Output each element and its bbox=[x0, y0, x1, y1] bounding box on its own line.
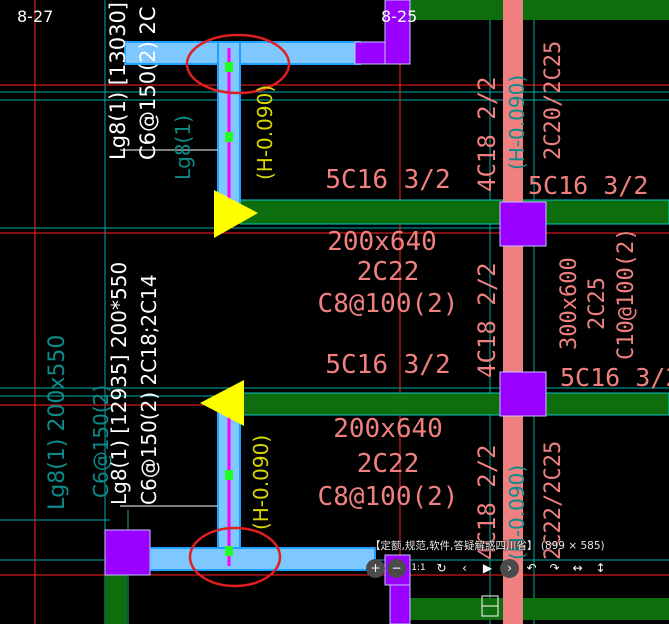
mid-bottom-beam-labels: 5C16 3/2 200x640 2C22 C8@100(2) bbox=[318, 350, 459, 512]
yellow-arrow-top bbox=[214, 190, 258, 238]
chevron-right-icon: › bbox=[507, 561, 512, 575]
lg8-top-label-line1: Lg8(1) [13030] 20 bbox=[106, 0, 130, 160]
lg8-bottom-label-line2: C6@150(2) 2C18;2C14 bbox=[137, 274, 161, 505]
right-mid-size: 300x600 bbox=[557, 257, 582, 350]
play-icon: ▶ bbox=[482, 561, 493, 575]
actual-size-button[interactable]: 1:1 bbox=[408, 558, 429, 579]
minus-icon: − bbox=[391, 561, 402, 575]
previous-button[interactable]: ‹ bbox=[454, 558, 475, 579]
lg8-bottom-faint-label1: Lg8(1) 200x550 bbox=[45, 335, 70, 510]
lg8-bottom-faint-label2: C6@150(2) bbox=[89, 385, 113, 498]
leader-lines bbox=[120, 149, 218, 507]
rotate-button[interactable]: ↻ bbox=[431, 558, 452, 579]
mid-top-size: 200x640 bbox=[327, 227, 437, 257]
lg8-bottom-elevation: (H-0.090) bbox=[249, 435, 273, 530]
mid-bottom-rebar: 5C16 3/2 bbox=[325, 350, 450, 380]
redo-icon: ↷ bbox=[549, 561, 560, 575]
rotate-icon: ↻ bbox=[436, 561, 447, 575]
undo-icon: ↶ bbox=[526, 561, 537, 575]
yellow-arrow-bottom bbox=[200, 380, 244, 426]
fit-width-button[interactable]: ↔ bbox=[567, 558, 588, 579]
right-bottom-line1: 2C22/2C25 bbox=[541, 441, 566, 560]
fit-height-button[interactable]: ↕ bbox=[590, 558, 611, 579]
undo-button[interactable]: ↶ bbox=[521, 558, 542, 579]
lg8-bottom-label-line1: Lg8(1) [12935] 200*550 bbox=[107, 262, 131, 505]
next-button[interactable]: › bbox=[500, 558, 519, 578]
actual-size-icon: 1:1 bbox=[411, 563, 426, 573]
fit-height-icon: ↕ bbox=[595, 561, 606, 575]
zoom-in-button[interactable]: + bbox=[366, 558, 385, 578]
small-symbol-icon bbox=[481, 595, 499, 617]
zoom-out-button[interactable]: − bbox=[387, 558, 406, 578]
pink-vertical-beam bbox=[503, 0, 523, 624]
columns bbox=[104, 0, 547, 624]
annotation-circle-top bbox=[185, 33, 291, 95]
right-top-faint: (H-0.090) bbox=[505, 75, 529, 170]
mid-top-beam-labels: 5C16 3/2 200x640 2C22 C8@100(2) bbox=[318, 165, 459, 319]
fit-width-icon: ↔ bbox=[572, 561, 583, 575]
lg8-top-faint-label: Lg8(1) bbox=[171, 115, 195, 180]
mid-bottom-main: 2C22 bbox=[357, 449, 420, 479]
mid-top-main: 2C22 bbox=[357, 257, 420, 287]
right-bottom-faint: (H-0.090) bbox=[505, 465, 529, 560]
axis-label-left: 8-27 bbox=[17, 7, 53, 26]
viewer-toolbar: + − 1:1 ↻ ‹ ▶ › ↶ ↷ ↔ ↕ bbox=[366, 557, 618, 579]
col-mid-rebar: 4C18 2/2 bbox=[473, 262, 501, 378]
mid-top-stirrup: C8@100(2) bbox=[318, 289, 459, 319]
right-mid-stirrup: C10@100(2) bbox=[614, 228, 639, 360]
mid-bottom-size: 200x640 bbox=[333, 414, 443, 444]
right-mid-main: 2C25 bbox=[585, 277, 610, 330]
annotation-circle-bottom bbox=[188, 526, 282, 588]
axis-label-right: 8-25 bbox=[381, 7, 417, 26]
col-bottom-rebar: 4C18 2/2 bbox=[473, 444, 501, 560]
right-top-line1: 2C20/2C25 bbox=[541, 41, 566, 160]
right-top-rebar: 5C16 3/2 bbox=[528, 171, 648, 200]
play-button[interactable]: ▶ bbox=[477, 558, 498, 579]
redo-button[interactable]: ↷ bbox=[544, 558, 565, 579]
chevron-left-icon: ‹ bbox=[462, 561, 467, 575]
mid-bottom-stirrup: C8@100(2) bbox=[318, 482, 459, 512]
green-bands bbox=[105, 0, 669, 624]
mid-top-rebar: 5C16 3/2 bbox=[325, 165, 450, 195]
col-top-rebar: 4C18 2/2 bbox=[473, 76, 501, 192]
lg8-top-label-line2: C6@150(2) 2C bbox=[136, 6, 160, 160]
lg8-top-elevation: (H-0.090) bbox=[253, 85, 277, 180]
viewer-title: 【定额,规范,软件,答疑解惑四川省】 (899 × 585) bbox=[370, 540, 605, 552]
plus-icon: + bbox=[370, 561, 381, 575]
right-mid-rebar: 5C16 3/2 bbox=[560, 363, 669, 392]
